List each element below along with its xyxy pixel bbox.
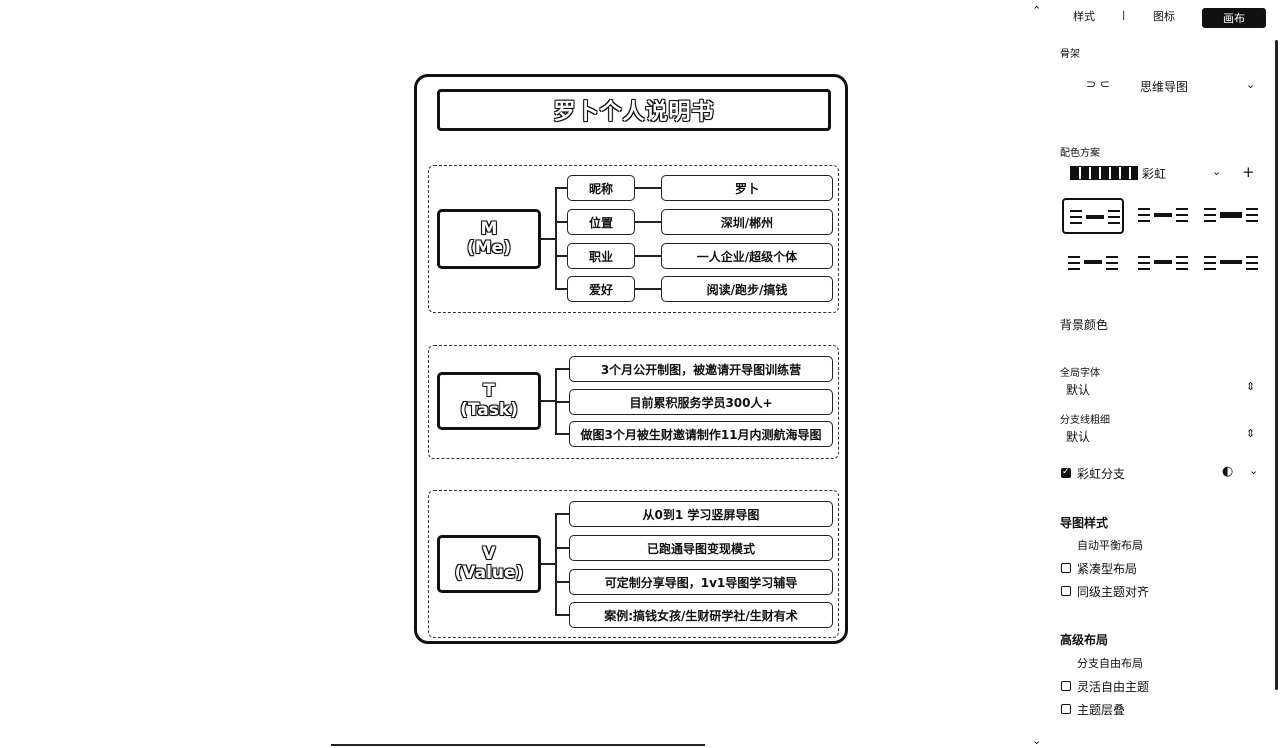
attr-key-node[interactable]: 位置	[567, 209, 635, 235]
structure-value: 思维导图	[1140, 80, 1189, 94]
advanced-checkbox[interactable]	[1061, 658, 1071, 668]
section-value: V (Value) 从0到1 学习竖屏导图 已跑通导图变现模式 可定制分享导图，…	[428, 490, 839, 638]
plus-icon[interactable]: +	[1242, 163, 1255, 181]
chevron-down-icon[interactable]: ⌄	[1249, 464, 1259, 477]
value-node[interactable]: 已跑通导图变现模式	[569, 535, 833, 561]
tab-style[interactable]: 样式	[1073, 10, 1095, 23]
format-panel: ⌃ 样式 | 图标 画布 骨架 ⊃ ⊂ 思维导图 ⌄ 配色方案 彩虹 ⌄ +	[1032, 0, 1280, 748]
value-node[interactable]: 可定制分享导图，1v1导图学习辅导	[569, 569, 833, 595]
tab-canvas[interactable]: 画布	[1202, 8, 1266, 28]
map-style-option-label: 同级主题对齐	[1077, 585, 1150, 599]
structure-select[interactable]: ⊃ ⊂ 思维导图 ⌄	[1060, 74, 1256, 96]
chevron-up-icon[interactable]: ⌃	[1032, 4, 1042, 17]
layout-option[interactable]	[1062, 246, 1124, 282]
value-node[interactable]: 从0到1 学习竖屏导图	[569, 501, 833, 527]
tab-icons[interactable]: 图标	[1153, 10, 1175, 23]
root-node-value[interactable]: V (Value)	[437, 535, 541, 593]
attr-value-node[interactable]: 罗卜	[661, 175, 833, 201]
map-style-checkbox[interactable]	[1061, 563, 1071, 573]
root-node-me[interactable]: M (Me)	[437, 209, 541, 269]
color-picker-icon[interactable]: ◐	[1222, 464, 1234, 479]
layout-option[interactable]	[1200, 246, 1262, 282]
root-word: (Task)	[460, 400, 518, 420]
global-font-label: 全局字体	[1060, 368, 1100, 379]
mindmap-card[interactable]: 罗卜个人说明书 M (Me) 昵称 罗卜 位置 深圳/郴州 职业 一人企业/超级…	[414, 74, 848, 644]
branch-width-value: 默认	[1066, 430, 1091, 444]
map-style-option-label: 自动平衡布局	[1077, 539, 1143, 552]
layout-option[interactable]	[1200, 198, 1262, 234]
attr-value-node[interactable]: 阅读/跑步/搞钱	[661, 276, 833, 302]
task-node[interactable]: 目前累积服务学员300人+	[569, 389, 833, 415]
canvas-area[interactable]: 罗卜个人说明书 M (Me) 昵称 罗卜 位置 深圳/郴州 职业 一人企业/超级…	[0, 0, 1040, 748]
map-style-header: 导图样式	[1060, 516, 1109, 530]
structure-preview-icon: ⊃ ⊂	[1086, 77, 1110, 91]
root-letter: M	[480, 219, 498, 239]
chevron-down-icon: ⌄	[1212, 165, 1222, 178]
branch-width-select[interactable]: 默认 ⇕	[1060, 427, 1256, 445]
structure-label: 骨架	[1060, 49, 1080, 60]
rainbow-branch-checkbox[interactable]	[1061, 467, 1071, 478]
section-task: T (Task) 3个月公开制图，被邀请开导图训练营 目前累积服务学员300人+…	[428, 345, 839, 459]
layout-option[interactable]	[1132, 198, 1194, 234]
color-scheme-label: 配色方案	[1060, 148, 1100, 159]
chevron-down-icon[interactable]: ⌄	[1032, 734, 1042, 747]
advanced-checkbox[interactable]	[1061, 704, 1071, 714]
color-scheme-value: 彩虹	[1142, 167, 1167, 181]
attr-key-node[interactable]: 昵称	[567, 175, 635, 201]
root-node-task[interactable]: T (Task)	[437, 372, 541, 430]
tab-divider: |	[1122, 10, 1126, 21]
updown-icon: ⇕	[1246, 380, 1256, 393]
map-style-option-label: 紧凑型布局	[1077, 562, 1138, 576]
advanced-option-label: 分支自由布局	[1077, 657, 1143, 670]
chevron-down-icon: ⌄	[1246, 78, 1256, 91]
panel-scrollbar[interactable]	[1275, 40, 1278, 690]
horizontal-scrollbar[interactable]	[331, 744, 705, 746]
map-style-checkbox[interactable]	[1061, 586, 1071, 596]
root-letter: V	[482, 544, 496, 564]
advanced-option-label: 灵活自由主题	[1077, 680, 1150, 694]
attr-key-node[interactable]: 职业	[567, 243, 635, 269]
root-word: (Me)	[467, 238, 511, 258]
global-font-value: 默认	[1066, 383, 1091, 397]
palette-swatch-icon	[1070, 166, 1138, 180]
updown-icon: ⇕	[1246, 427, 1256, 440]
root-letter: T	[483, 381, 495, 401]
color-scheme-select[interactable]: 彩虹 ⌄	[1060, 162, 1225, 182]
map-style-checkbox[interactable]	[1061, 540, 1071, 550]
branch-width-label: 分支线粗细	[1060, 415, 1110, 426]
background-color-label[interactable]: 背景颜色	[1060, 318, 1109, 332]
mindmap-title[interactable]: 罗卜个人说明书	[437, 89, 831, 131]
root-word: (Value)	[454, 563, 524, 583]
rainbow-branch-label: 彩虹分支	[1077, 467, 1126, 481]
global-font-select[interactable]: 默认 ⇕	[1060, 380, 1256, 398]
task-node[interactable]: 3个月公开制图，被邀请开导图训练营	[569, 356, 833, 382]
attr-value-node[interactable]: 一人企业/超级个体	[661, 243, 833, 269]
advanced-layout-header: 高级布局	[1060, 633, 1109, 647]
attr-key-node[interactable]: 爱好	[567, 276, 635, 302]
advanced-option-label: 主题层叠	[1077, 703, 1126, 717]
attr-value-node[interactable]: 深圳/郴州	[661, 209, 833, 235]
section-me: M (Me) 昵称 罗卜 位置 深圳/郴州 职业 一人企业/超级个体 爱好 阅读…	[428, 165, 839, 313]
layout-option[interactable]	[1062, 198, 1124, 234]
layout-option[interactable]	[1132, 246, 1194, 282]
advanced-checkbox[interactable]	[1061, 681, 1071, 691]
value-node[interactable]: 案例:搞钱女孩/生财研学社/生财有术	[569, 602, 833, 628]
task-node[interactable]: 做图3个月被生财邀请制作11月内测航海导图	[569, 421, 833, 447]
